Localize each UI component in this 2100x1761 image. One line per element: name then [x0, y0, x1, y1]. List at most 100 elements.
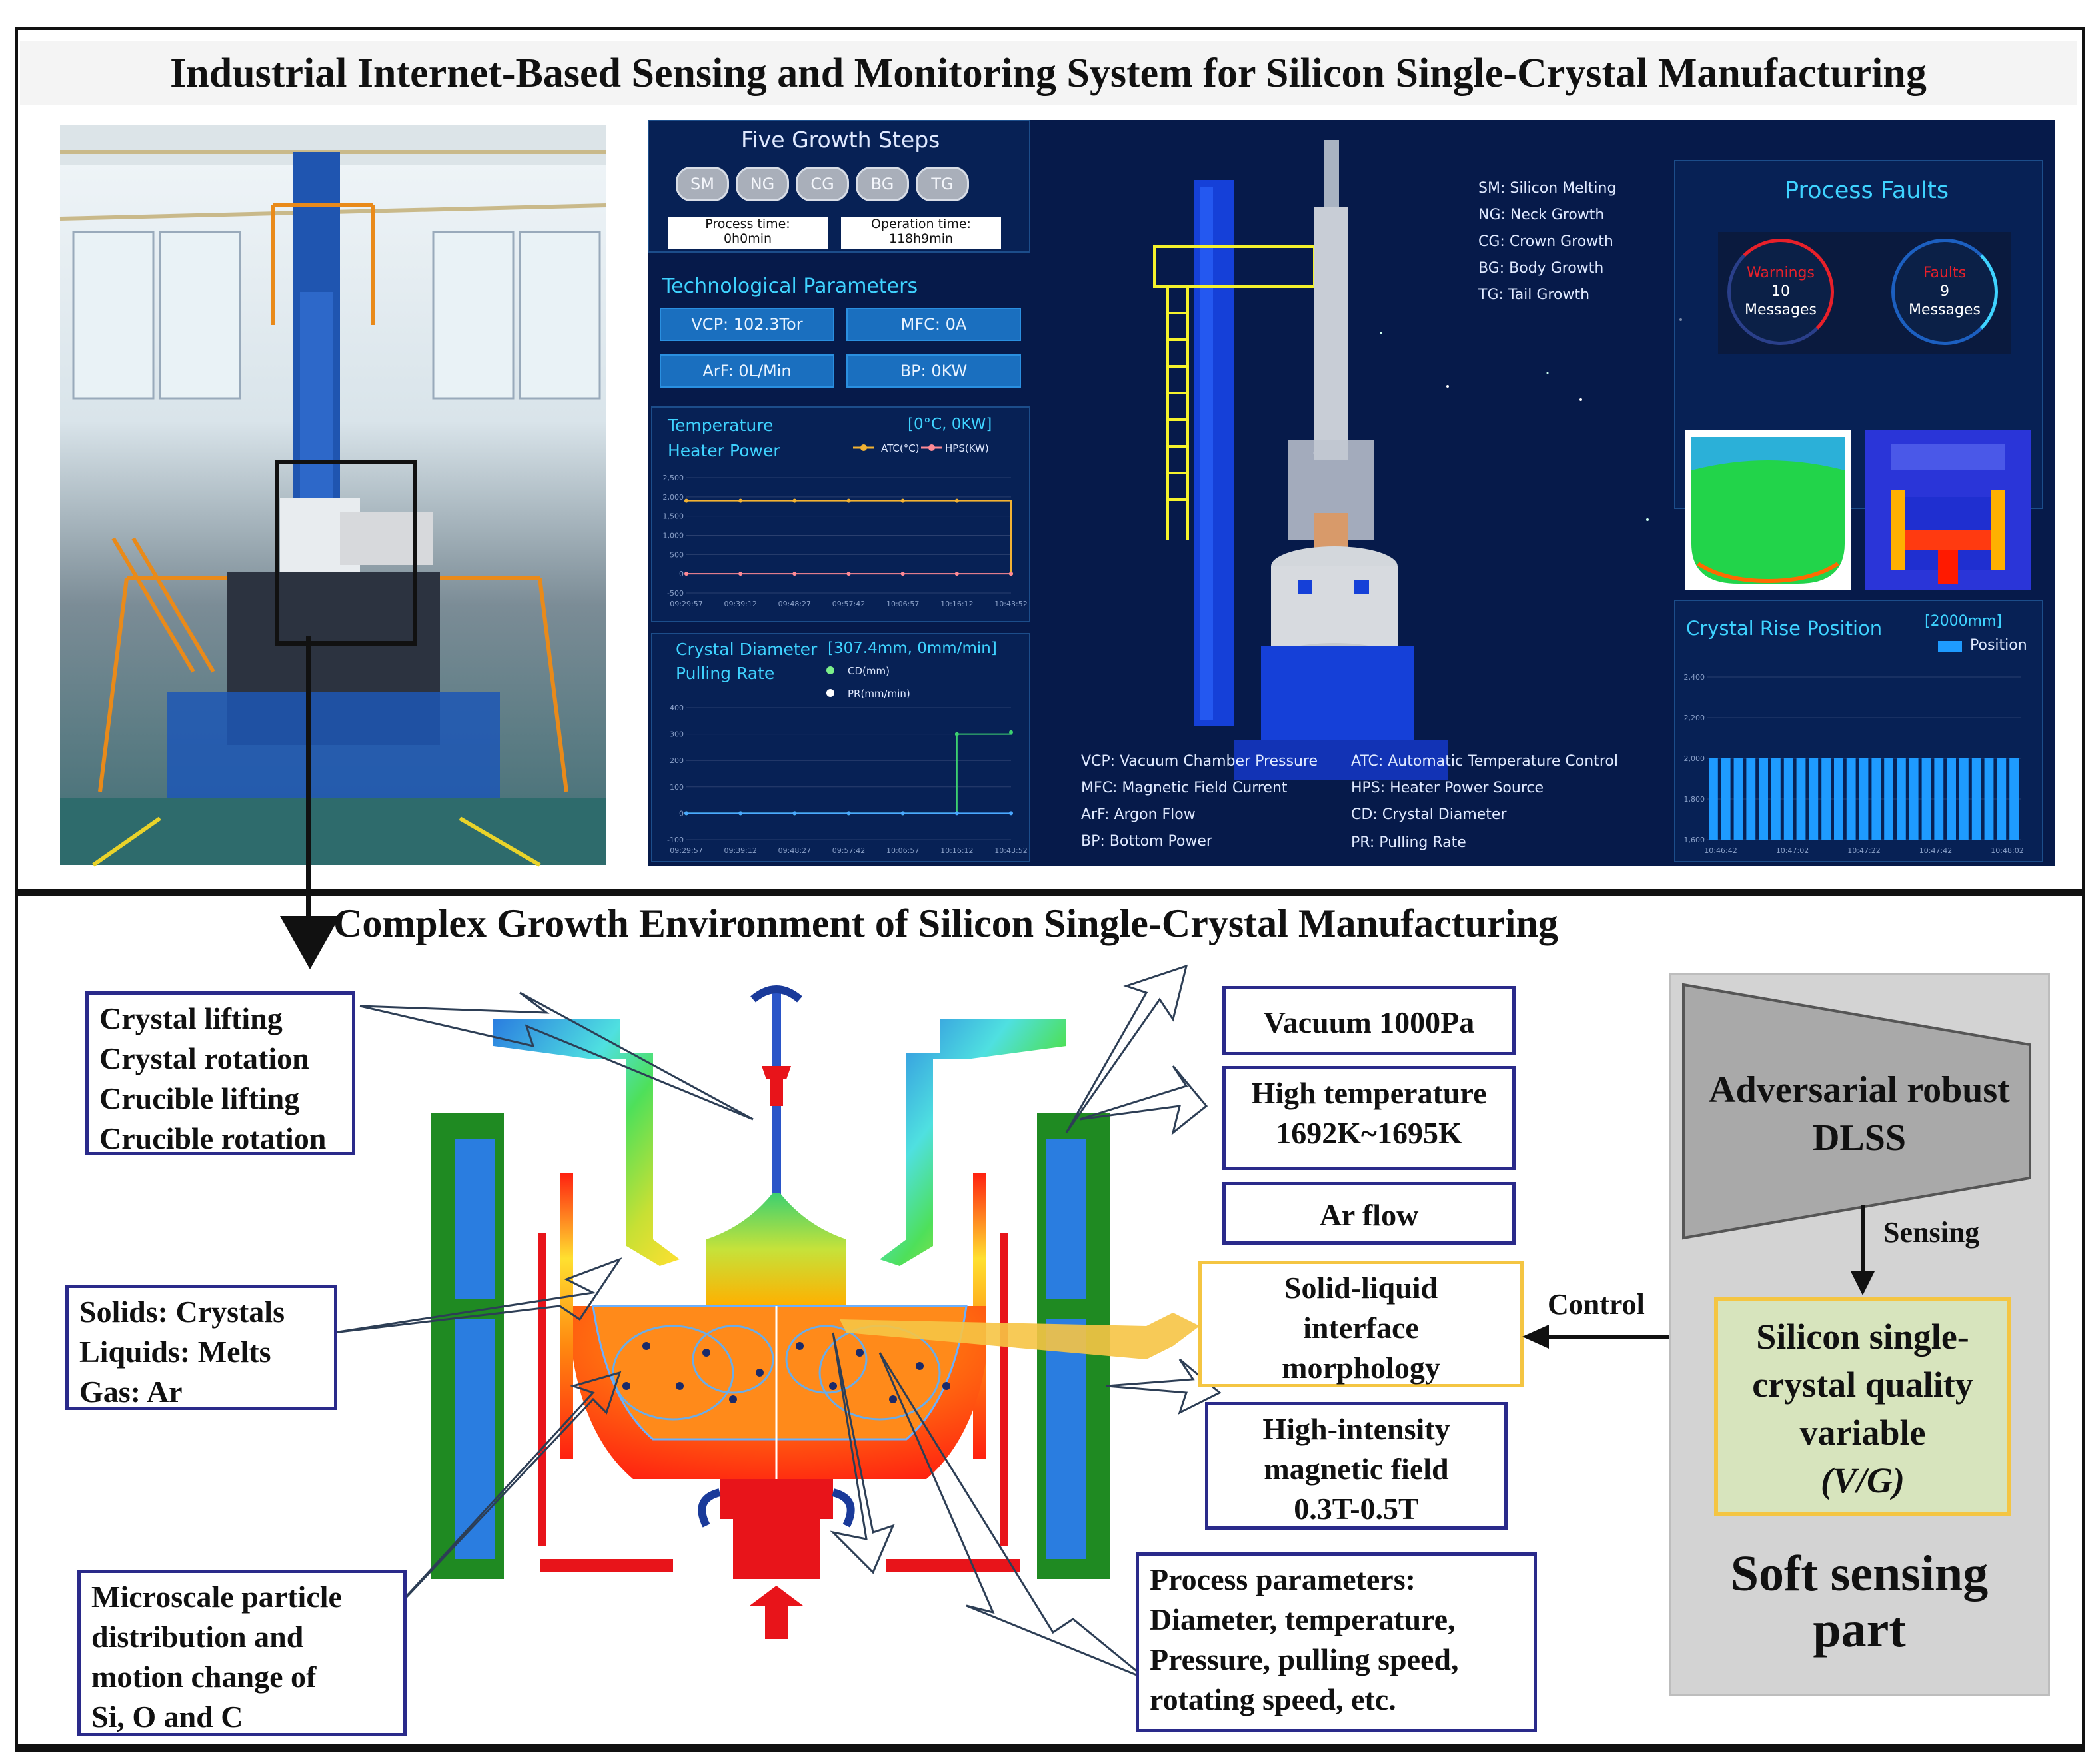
abbrev-cg: CG: Crown Growth — [1478, 233, 1613, 250]
abbrev-bp: BP: Bottom Power — [1081, 833, 1212, 850]
process-line-3: Pressure, pulling speed, — [1150, 1642, 1459, 1676]
diam-xtick: 09:57:42 — [832, 846, 865, 855]
vacuum-label: Vacuum 1000Pa — [1263, 1005, 1475, 1039]
rise-bar — [1947, 758, 1956, 840]
abbrev-hps: HPS: Heater Power Source — [1351, 780, 1544, 796]
rise-xtick: 10:47:22 — [1847, 846, 1880, 855]
rise-xtick: 10:48:02 — [1991, 846, 2023, 855]
rise-bar — [1809, 758, 1819, 840]
bottom-rule — [15, 1744, 2085, 1752]
warnings-dial[interactable]: Warnings 10 Messages — [1727, 239, 1834, 345]
particle-line-1: Microscale particle — [91, 1580, 342, 1614]
temp-point — [1009, 572, 1013, 576]
diam-ytick: 400 — [670, 704, 684, 712]
diam-xtick: 09:48:27 — [778, 846, 811, 855]
rise-ytick: 1,800 — [1684, 795, 1705, 804]
rise-bar — [1959, 758, 1969, 840]
rise-bar — [1834, 758, 1843, 840]
step-tg-button[interactable]: TG — [916, 167, 969, 201]
temperature-line-2: 1692K~1695K — [1276, 1116, 1462, 1150]
warnings-label: Warnings — [1747, 265, 1815, 281]
rise-legend: Position — [1970, 637, 2027, 654]
rise-title: Crystal Rise Position — [1686, 617, 1883, 640]
temp-point — [954, 498, 959, 503]
phases-line-2: Liquids: Melts — [79, 1335, 271, 1369]
step-ng-button[interactable]: NG — [736, 167, 789, 201]
ar-flow-label-box: Ar flow — [1222, 1182, 1516, 1245]
diam-legend-cd: CD(mm) — [848, 665, 890, 677]
diam-ytick: 100 — [670, 783, 684, 792]
particle-label-box: Microscale particle distribution and mot… — [77, 1570, 407, 1736]
monitoring-dashboard: Five Growth Steps SM NG CG BG TG Process… — [648, 120, 2055, 866]
pointer-arrows — [333, 964, 1222, 1680]
temp-xtick: 10:16:12 — [940, 600, 973, 608]
param-mfc: MFC: 0A — [846, 308, 1021, 341]
sensing-arrow-head — [1851, 1271, 1875, 1295]
phases-label-box: Solids: Crystals Liquids: Melts Gas: Ar — [65, 1285, 337, 1410]
faults-unit: Messages — [1909, 302, 1981, 318]
motion-line-2: Crystal rotation — [99, 1041, 309, 1075]
rise-bar — [1909, 758, 1919, 840]
rise-bar — [1984, 758, 1994, 840]
process-line-1: Process parameters: — [1150, 1562, 1416, 1596]
process-time-label: Process time: — [705, 217, 790, 231]
temp-xtick: 09:57:42 — [832, 600, 865, 608]
diam-ytick: 0 — [679, 809, 684, 818]
rise-bar — [1971, 758, 1981, 840]
quality-line-2: crystal quality — [1752, 1365, 1973, 1405]
rise-bar — [1759, 758, 1768, 840]
temp-legend-atc: ATC(°C) — [881, 442, 920, 454]
rise-ytick: 2,200 — [1684, 714, 1705, 722]
abbrev-arf: ArF: Argon Flow — [1081, 806, 1196, 823]
ar-flow-label: Ar flow — [1319, 1198, 1419, 1232]
rise-bar — [1934, 758, 1944, 840]
diam-point — [1009, 730, 1013, 734]
interface-line-1: Solid-liquid — [1284, 1271, 1438, 1305]
temp-point — [846, 572, 851, 576]
sensing-arrow-line — [1861, 1205, 1865, 1278]
step-bg-button[interactable]: BG — [856, 167, 909, 201]
rise-bar — [1709, 758, 1718, 840]
step-cg-button[interactable]: CG — [796, 167, 849, 201]
particle-line-4: Si, O and C — [91, 1700, 243, 1734]
abbrev-vcp: VCP: Vacuum Chamber Pressure — [1081, 753, 1318, 770]
temp-xtick: 09:39:12 — [724, 600, 756, 608]
abbrev-sm: SM: Silicon Melting — [1478, 180, 1617, 197]
soft-sensing-part-label: Soft sensing part — [1679, 1546, 2039, 1658]
temp-point — [846, 498, 851, 503]
temp-legend-markers — [853, 444, 942, 451]
rise-ytick: 2,400 — [1684, 673, 1705, 682]
magnetic-label-box: High-intensity magnetic field 0.3T-0.5T — [1205, 1402, 1508, 1530]
temp-ytick: 2,000 — [663, 493, 684, 502]
diam-xtick: 10:06:57 — [886, 846, 919, 855]
furnace-cross-section — [431, 985, 1110, 1639]
environment-title: Complex Growth Environment of Silicon Si… — [333, 901, 1558, 945]
control-arrow-head — [1522, 1325, 1549, 1349]
faults-dial[interactable]: Faults 9 Messages — [1891, 239, 1998, 345]
temp-ytick: 1,000 — [663, 532, 684, 540]
steps-title: Five Growth Steps — [741, 127, 940, 153]
temp-xtick: 09:29:57 — [670, 600, 702, 608]
temp-ytick: 500 — [670, 550, 684, 559]
rise-bar — [1771, 758, 1781, 840]
param-bp: BP: 0KW — [846, 354, 1021, 388]
rise-bar — [1897, 758, 1906, 840]
particle-line-2: distribution and — [91, 1620, 304, 1654]
photo-connector-line — [306, 636, 311, 923]
rise-bar — [1846, 758, 1856, 840]
interface-line-3: morphology — [1282, 1351, 1440, 1385]
warnings-count: 10 — [1771, 283, 1790, 300]
step-sm-button[interactable]: SM — [676, 167, 729, 201]
rise-xtick: 10:46:42 — [1704, 846, 1737, 855]
temp-point — [900, 498, 905, 503]
temp-ytick: 1,500 — [663, 512, 684, 521]
diam-point — [954, 732, 959, 736]
rise-bar — [1821, 758, 1831, 840]
rise-bar — [1884, 758, 1893, 840]
rise-bar — [1997, 758, 2007, 840]
process-time-value: 0h0min — [723, 231, 772, 246]
sensing-label: Sensing — [1883, 1216, 1980, 1249]
model-label: Adversarial robust DLSS — [1693, 1066, 2026, 1162]
